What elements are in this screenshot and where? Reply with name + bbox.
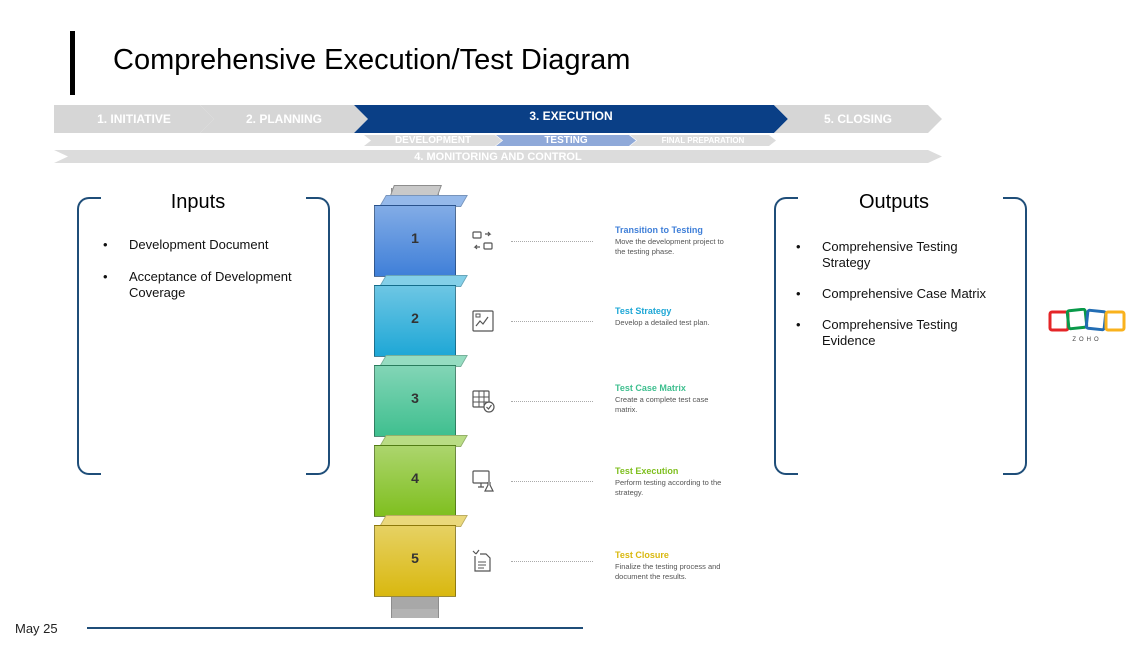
footer-rule	[87, 627, 583, 629]
zoho-logo: ZOHO	[1048, 307, 1128, 344]
step-connector-dots	[511, 481, 593, 482]
subphase-testing: TESTING	[496, 135, 636, 146]
outputs-item: Comprehensive Case Matrix	[796, 286, 996, 302]
outputs-bracket-left	[774, 197, 798, 475]
outputs-bracket-right	[1003, 197, 1027, 475]
step-cube: 2	[374, 285, 456, 357]
subphase-final-preparation: FINAL PREPARATION	[630, 135, 776, 146]
step-connector-dots	[511, 241, 593, 242]
strategy-board-icon	[470, 308, 496, 334]
step-cube: 3	[374, 365, 456, 437]
zoho-logo-text: ZOHO	[1072, 337, 1101, 343]
step-title: Transition to Testing	[615, 225, 703, 235]
phase-execution-label: 3. EXECUTION	[529, 109, 613, 123]
footer-date: May 25	[15, 621, 58, 636]
inputs-item: Acceptance of Development Coverage	[103, 269, 303, 301]
subphase-development: DEVELOPMENT	[364, 135, 502, 146]
step-description: Develop a detailed test plan.	[615, 318, 710, 327]
grid-check-icon	[470, 388, 496, 414]
outputs-heading: Outputs	[858, 191, 930, 213]
step-description: Perform testing according to the strateg…	[615, 478, 722, 497]
inputs-item: Development Document	[103, 237, 303, 253]
zoho-logo-square	[1084, 308, 1108, 332]
outputs-item: Comprehensive Testing Strategy	[796, 239, 996, 271]
step-title: Test Execution	[615, 466, 679, 476]
step-cube: 4	[374, 445, 456, 517]
outputs-item: Comprehensive Testing Evidence	[796, 317, 996, 349]
step-cube: 5	[374, 525, 456, 597]
checklist-closure-icon	[470, 548, 496, 574]
zoho-logo-square	[1104, 310, 1126, 332]
phase-planning: 2. PLANNING	[200, 105, 368, 133]
tower-connector	[391, 595, 439, 609]
monitor-flask-icon	[470, 468, 496, 494]
phase-monitoring-control: 4. MONITORING AND CONTROL	[54, 150, 942, 163]
step-title: Test Strategy	[615, 306, 672, 316]
outputs-list: Comprehensive Testing Strategy Comprehen…	[796, 239, 996, 349]
inputs-bracket-right	[306, 197, 330, 475]
step-cube: 1	[374, 205, 456, 277]
page-title: Comprehensive Execution/Test Diagram	[113, 44, 631, 76]
step-number: 2	[411, 310, 419, 326]
step-connector-dots	[511, 401, 593, 402]
step-title: Test Case Matrix	[615, 383, 686, 393]
phase-closing: 5. CLOSING	[774, 105, 942, 133]
step-number: 1	[411, 230, 419, 246]
step-number: 3	[411, 390, 419, 406]
suitcase-transfer-icon	[470, 228, 496, 254]
title-accent-bar	[70, 31, 75, 95]
phase-execution: 3. EXECUTION	[354, 105, 788, 133]
zoho-logo-square	[1048, 310, 1070, 332]
inputs-heading: Inputs	[170, 191, 226, 213]
step-connector-dots	[511, 321, 593, 322]
step-description: Finalize the testing process and documen…	[615, 562, 721, 581]
phase-initiative: 1. INITIATIVE	[54, 105, 214, 133]
zoho-logo-square	[1065, 307, 1089, 331]
step-title: Test Closure	[615, 550, 669, 560]
inputs-list: Development Document Acceptance of Devel…	[103, 237, 303, 301]
step-number: 4	[411, 470, 419, 486]
step-description: Move the development project to the test…	[615, 237, 724, 256]
step-number: 5	[411, 550, 419, 566]
step-connector-dots	[511, 561, 593, 562]
inputs-bracket-left	[77, 197, 101, 475]
step-description: Create a complete test case matrix.	[615, 395, 709, 414]
